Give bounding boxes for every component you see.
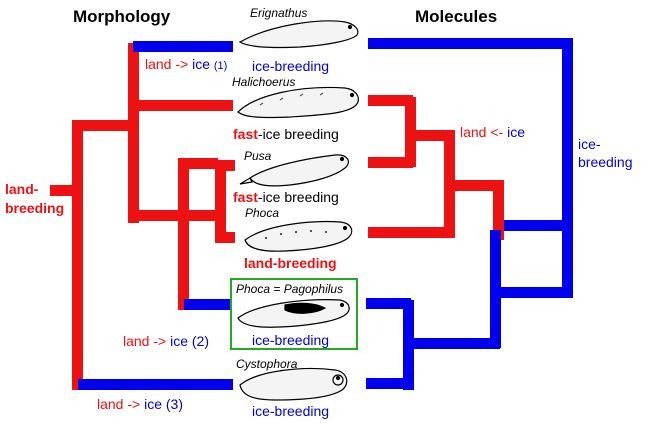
pagophilus-seal-icon — [237, 299, 350, 328]
mol-branch-land-inner-vertical — [444, 130, 455, 238]
branch-upper-clade-vertical — [128, 43, 139, 223]
phoca-seal-icon — [244, 221, 353, 252]
mol-branch-land-horizontal — [445, 180, 500, 191]
transition-1-arrow: -> — [171, 56, 193, 72]
transition-3-arrow: -> — [123, 396, 145, 412]
molecules-header: Molecules — [415, 7, 498, 26]
transition-3-ice: ice — [144, 396, 162, 412]
transition-2-arrow: -> — [149, 333, 171, 349]
mol-branch-halichoerus — [368, 95, 413, 106]
transition-3: land -> ice (3) — [97, 397, 183, 411]
branch-pusa — [215, 160, 235, 171]
trait-erignathus: ice-breeding — [252, 58, 330, 74]
genus-halichoerus: Halichoerus — [232, 75, 296, 89]
branch-cystophora-ice — [78, 379, 233, 390]
morphology-tree — [50, 41, 235, 390]
branch-root-vertical — [72, 120, 83, 390]
cystophora-seal-icon — [239, 367, 348, 401]
transition-1-land: land — [145, 56, 172, 72]
transition-2-num: (2) — [191, 333, 210, 349]
mol-branch-land-vertical — [493, 180, 504, 240]
morphology-header: Morphology — [73, 7, 171, 26]
seal-illustrations — [237, 20, 359, 401]
mol-branch-erignathus — [368, 38, 573, 49]
transition-2: land -> ice (2) — [123, 334, 209, 348]
erignathus-seal-icon — [238, 20, 359, 49]
branch-halichoerus — [133, 100, 233, 111]
mol-branch-pag-cys-vertical — [403, 300, 414, 390]
trait-pagophilus: ice-breeding — [252, 332, 330, 348]
transition-1-ice: ice — [192, 56, 210, 72]
transition-1-num: (1) — [213, 60, 228, 72]
transition-2-ice: ice — [170, 333, 188, 349]
transition-1: land -> ice (1) — [145, 57, 227, 72]
mol-branch-pag-cys-connector — [405, 338, 500, 349]
branch-pusa-phoca-vertical — [215, 165, 226, 240]
pagophilus-highlight-box — [230, 278, 358, 350]
trait-pusa-rest: -ice breeding — [257, 189, 339, 205]
ice-clade-label-line2: breeding — [578, 154, 633, 170]
transition-3-land: land — [97, 396, 124, 412]
transition-2-land: land — [123, 333, 150, 349]
branch-upper-clade-horizontal — [72, 120, 137, 131]
molecular-tree — [366, 38, 573, 390]
trait-halichoerus-rest: -ice breeding — [257, 126, 339, 142]
genus-pagophilus: Phoca = Pagophilus — [236, 282, 344, 296]
branch-erignathus-ice — [133, 41, 233, 52]
mol-branch-pagophilus — [366, 298, 411, 309]
root-label-line2: breeding — [5, 200, 65, 216]
mol-branch-pusa — [368, 157, 413, 168]
ice-clade-label-line1: ice- — [578, 136, 601, 152]
mol-branch-phoca — [368, 227, 453, 238]
branch-phoca — [215, 232, 235, 243]
genus-pusa: Pusa — [244, 149, 272, 163]
halichoerus-seal-icon — [237, 86, 359, 119]
trait-pusa: fast-ice breeding — [233, 190, 339, 204]
transition-molecular-land: land — [460, 124, 487, 140]
transition-3-num: (3) — [165, 396, 184, 412]
transition-molecular: land <- ice — [460, 125, 525, 139]
mol-branch-cystophora — [366, 378, 411, 389]
mol-branch-land-clade-connector — [495, 220, 565, 231]
root-label-line1: land- — [5, 181, 39, 197]
genus-erignathus: Erignathus — [250, 6, 308, 20]
trait-halichoerus-fast: fast — [233, 126, 258, 142]
branch-pagophilus-vertical — [178, 160, 189, 310]
mol-branch-ice-lower-horizontal — [495, 287, 573, 298]
mol-branch-hali-pusa-connector — [410, 130, 450, 141]
pusa-seal-icon — [239, 154, 349, 187]
trait-pusa-fast: fast — [233, 189, 258, 205]
trait-cystophora: ice-breeding — [252, 403, 330, 419]
branch-pagophilus-ice — [184, 299, 230, 310]
mol-branch-ice-lower-vertical — [490, 230, 501, 348]
genus-cystophora: Cystophora — [236, 357, 298, 371]
transition-molecular-ice: ice — [507, 124, 525, 140]
mol-branch-ice-vertical — [562, 38, 573, 298]
mol-branch-hali-pusa-vertical — [405, 97, 416, 167]
transition-molecular-arrow: <- — [486, 124, 508, 140]
branch-pusa-connector — [178, 158, 218, 169]
branch-root-stub — [50, 185, 78, 196]
trait-halichoerus: fast-ice breeding — [233, 127, 339, 141]
trait-phoca: land-breeding — [244, 255, 337, 271]
genus-phoca: Phoca — [245, 206, 280, 220]
